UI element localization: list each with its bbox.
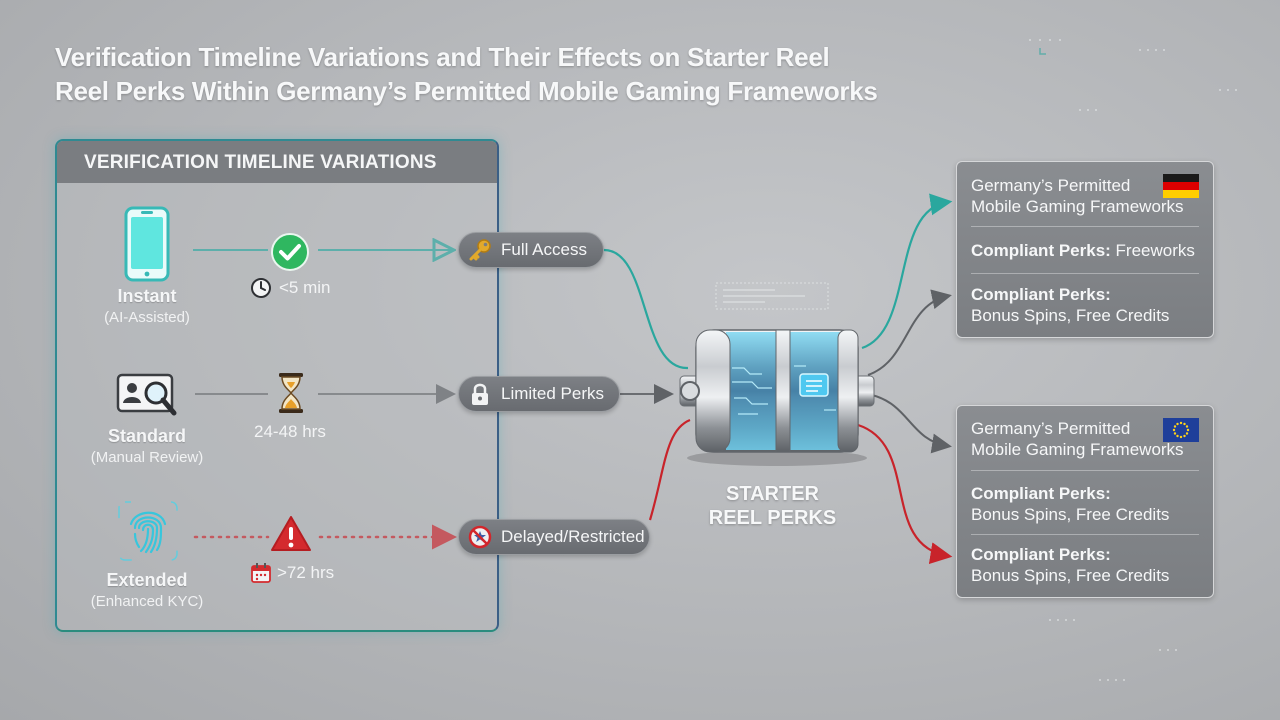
status-delayed-label: Delayed/Restricted bbox=[501, 527, 645, 546]
row-standard-label: Standard (Manual Review) bbox=[72, 426, 222, 466]
row-extended-label: Extended (Enhanced KYC) bbox=[72, 570, 222, 610]
row-instant-name: Instant bbox=[117, 286, 177, 306]
clock-icon bbox=[251, 278, 271, 298]
title-line-2: Reel Perks Within Germany’s Permitted Mo… bbox=[55, 76, 878, 106]
framework-divider bbox=[971, 226, 1199, 227]
decorative-dots bbox=[1049, 619, 1177, 681]
reel-cylinder-icon bbox=[679, 329, 875, 466]
reel-label-line-1: STARTER bbox=[726, 483, 819, 505]
calendar-icon bbox=[251, 563, 271, 583]
framework-divider bbox=[971, 470, 1199, 471]
warning-icon bbox=[271, 516, 311, 551]
status-delayed-restricted: Delayed/Restricted bbox=[458, 519, 650, 555]
key-icon bbox=[469, 239, 491, 261]
row-extended-sub: (Enhanced KYC) bbox=[90, 593, 204, 610]
germany-flag-icon bbox=[1163, 174, 1199, 198]
decorative-bars bbox=[715, 282, 829, 310]
perk-value: Bonus Spins, Free Credits bbox=[971, 505, 1170, 524]
panel-header: VERIFICATION TIMELINE VARIATIONS bbox=[57, 141, 497, 183]
reel-to-box1-teal bbox=[861, 193, 953, 350]
row-standard-name: Standard bbox=[107, 426, 186, 446]
reel-to-box1-gray bbox=[867, 289, 952, 376]
eu-flag-icon bbox=[1163, 418, 1199, 442]
framework-box-eu: Germany’s Permitted Mobile Gaming Framew… bbox=[956, 405, 1214, 598]
framework-title-1: Germany’s Permitted Mobile Gaming Framew… bbox=[971, 175, 1203, 217]
lock-icon bbox=[472, 383, 488, 405]
title-line-1: Verification Timeline Variations and The… bbox=[55, 42, 830, 72]
smartphone-icon bbox=[124, 206, 170, 282]
full-access-to-reel bbox=[603, 248, 689, 370]
perk-value: Freeworks bbox=[1115, 241, 1195, 260]
perk-value: Bonus Spins, Free Credits bbox=[971, 566, 1170, 585]
row-standard-sub: (Manual Review) bbox=[90, 449, 204, 466]
reel-to-box2-gray bbox=[871, 394, 952, 454]
row-extended-name: Extended bbox=[106, 570, 188, 590]
framework-divider bbox=[971, 273, 1199, 274]
framework-title-1-line-2: Mobile Gaming Frameworks bbox=[971, 197, 1184, 216]
framework-title-2: Germany’s Permitted Mobile Gaming Framew… bbox=[971, 418, 1203, 460]
framework-title-2-line-1: Germany’s Permitted bbox=[971, 419, 1131, 438]
delayed-to-reel bbox=[648, 418, 691, 521]
status-full-access: Full Access bbox=[458, 232, 604, 268]
hourglass-icon bbox=[279, 373, 303, 413]
framework-2-perk-2: Compliant Perks: Bonus Spins, Free Credi… bbox=[971, 544, 1203, 586]
framework-title-1-line-1: Germany’s Permitted bbox=[971, 176, 1131, 195]
perk-value: Bonus Spins, Free Credits bbox=[971, 306, 1170, 325]
fingerprint-icon bbox=[118, 501, 178, 561]
reel-to-box2-red bbox=[857, 423, 953, 565]
row-instant-sub: (AI-Assisted) bbox=[104, 309, 190, 326]
perk-label: Compliant Perks: bbox=[971, 484, 1111, 503]
framework-divider bbox=[971, 534, 1199, 535]
id-search-icon bbox=[116, 373, 177, 416]
status-limited-perks-label: Limited Perks bbox=[501, 384, 604, 403]
framework-1-perk-2: Compliant Perks: Bonus Spins, Free Credi… bbox=[971, 284, 1203, 326]
framework-title-2-line-2: Mobile Gaming Frameworks bbox=[971, 440, 1184, 459]
perk-label: Compliant Perks: bbox=[971, 241, 1111, 260]
perk-label: Compliant Perks: bbox=[971, 285, 1111, 304]
row-extended-time: >72 hrs bbox=[277, 563, 335, 582]
checkmark-icon bbox=[271, 233, 309, 271]
status-full-access-label: Full Access bbox=[501, 240, 587, 259]
framework-2-perk-1: Compliant Perks: Bonus Spins, Free Credi… bbox=[971, 483, 1203, 525]
framework-1-perk-1: Compliant Perks: Freeworks bbox=[971, 240, 1203, 261]
framework-box-germany: Germany’s Permitted Mobile Gaming Framew… bbox=[956, 161, 1214, 338]
perk-label: Compliant Perks: bbox=[971, 545, 1111, 564]
reel-label: STARTER REEL PERKS bbox=[690, 482, 855, 530]
reel-label-line-2: REEL PERKS bbox=[708, 507, 837, 529]
row-standard-time: 24-48 hrs bbox=[254, 422, 326, 441]
status-limited-perks: Limited Perks bbox=[458, 376, 620, 412]
page-title: Verification Timeline Variations and The… bbox=[55, 40, 955, 108]
row-instant-time: <5 min bbox=[279, 278, 331, 297]
row-instant-label: Instant (AI-Assisted) bbox=[72, 286, 222, 326]
prohibited-icon bbox=[468, 525, 492, 549]
decorative-dots bbox=[1029, 39, 1237, 111]
